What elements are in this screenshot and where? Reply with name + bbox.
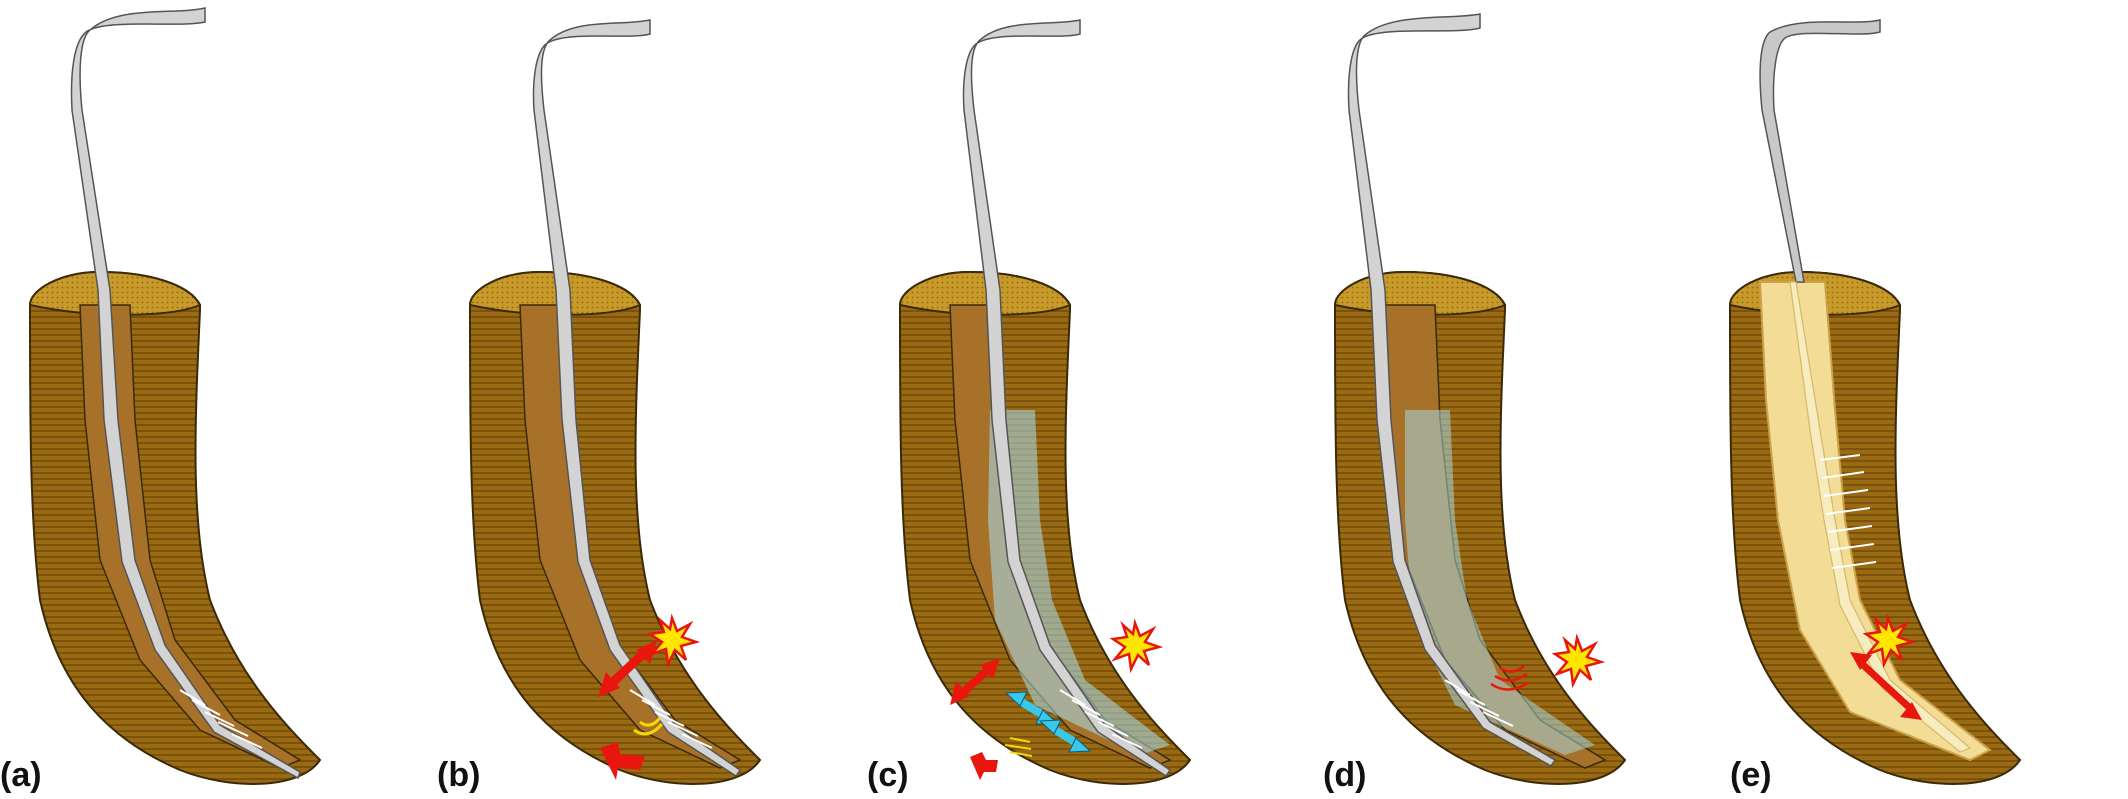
panel-c: (c) bbox=[867, 0, 1295, 799]
tooth-diagram-b bbox=[469, 19, 761, 785]
tooth-diagram-e bbox=[1729, 19, 2021, 785]
debris-marks bbox=[1004, 737, 1033, 757]
panel-a: (a) bbox=[0, 0, 425, 799]
panel-label-c: (c) bbox=[867, 756, 909, 794]
lateral-force-arrow bbox=[970, 752, 998, 780]
force-arrow-red bbox=[1850, 652, 1922, 720]
instrument-file bbox=[1759, 19, 1972, 753]
force-arrow-red bbox=[598, 640, 657, 697]
spark-icon bbox=[1109, 618, 1164, 674]
ultrasonic-arrow-cyan-2 bbox=[1038, 719, 1092, 753]
vibration-marks bbox=[1490, 665, 1530, 691]
tooth-diagram-a bbox=[29, 7, 321, 785]
panel-d: (d) bbox=[1305, 0, 1730, 799]
spark-icon bbox=[1551, 633, 1606, 689]
panel-e: (e) bbox=[1700, 0, 2125, 799]
tooth-diagram-c bbox=[899, 19, 1191, 785]
panel-label-e: (e) bbox=[1730, 756, 1772, 794]
force-arrow-red bbox=[950, 658, 1000, 705]
spark-icon bbox=[646, 613, 701, 669]
panel-label-b: (b) bbox=[437, 756, 481, 794]
panel-label-d: (d) bbox=[1323, 756, 1367, 794]
panel-b: (b) bbox=[437, 0, 865, 799]
spark-icon bbox=[1862, 613, 1917, 669]
ultrasonic-arrow-cyan-1 bbox=[1004, 691, 1059, 725]
file-flutes bbox=[1819, 454, 1877, 569]
lateral-force-arrow bbox=[600, 742, 645, 780]
panel-label-a: (a) bbox=[0, 756, 42, 794]
vibration-marks bbox=[633, 717, 664, 736]
tooth-diagram-d bbox=[1334, 13, 1626, 785]
irrigant-fill bbox=[988, 410, 1170, 755]
obturation-fill bbox=[1758, 281, 1992, 762]
